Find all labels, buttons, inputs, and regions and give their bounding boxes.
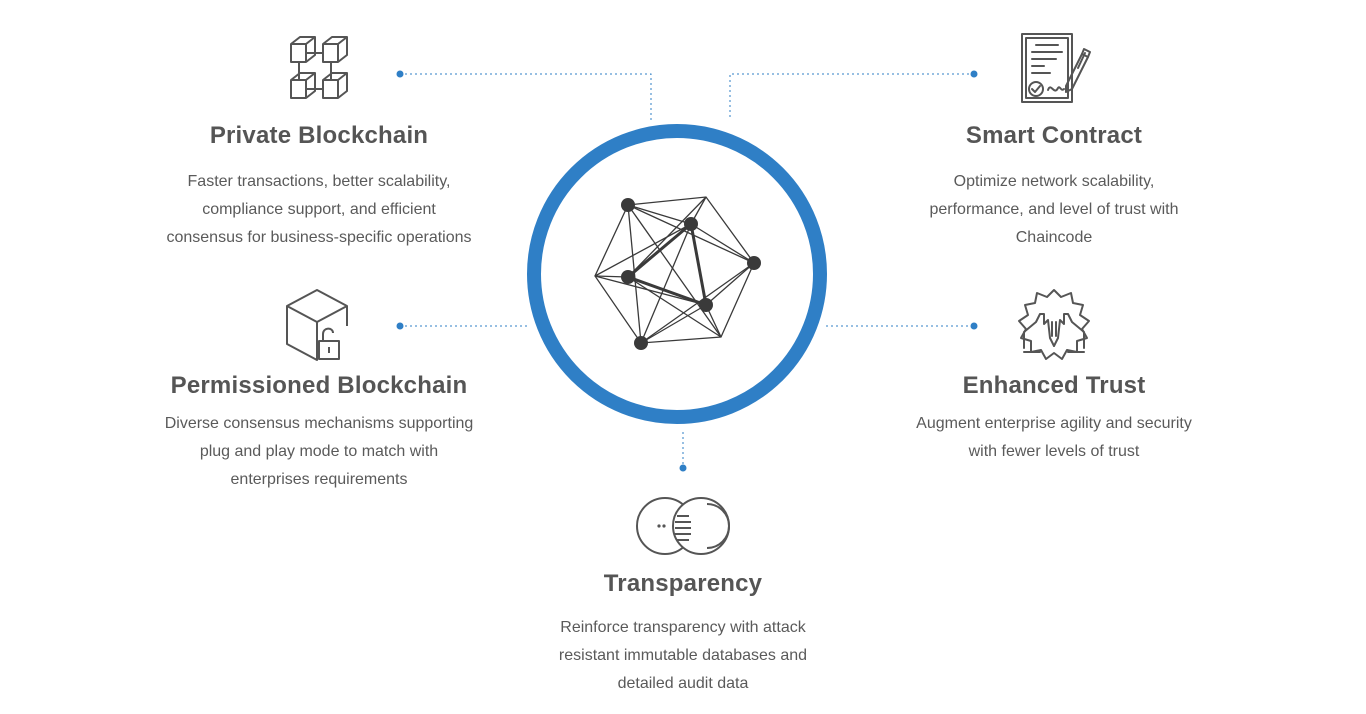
connector-dot xyxy=(679,464,687,472)
feature-permissioned-blockchain: Permissioned Blockchain Diverse consensu… xyxy=(138,286,500,494)
feature-smart-contract: Smart Contract Optimize network scalabil… xyxy=(888,30,1220,252)
blocks-grid-icon xyxy=(290,36,348,99)
feature-description: Reinforce transparency with attack resis… xyxy=(558,619,808,692)
overlapping-circles-icon xyxy=(636,497,730,555)
feature-private-blockchain: Private Blockchain Faster transactions, … xyxy=(138,32,500,252)
contract-pen-icon xyxy=(1021,33,1091,103)
connector-private-blockchain xyxy=(400,73,652,120)
feature-description: Diverse consensus mechanisms supporting … xyxy=(164,415,474,488)
hub-triangle xyxy=(625,221,708,308)
connector-dot xyxy=(396,322,404,330)
feature-title: Enhanced Trust xyxy=(962,372,1146,399)
feature-transparency: Transparency Reinforce transparency with… xyxy=(523,494,843,698)
connector-dot xyxy=(396,70,404,78)
feature-description: Optimize network scalability, performanc… xyxy=(929,173,1179,246)
feature-title: Smart Contract xyxy=(965,122,1143,149)
connector-dot xyxy=(970,322,978,330)
feature-description: Faster transactions, better scalability,… xyxy=(166,173,472,246)
handshake-badge-icon xyxy=(1018,289,1090,360)
feature-description: Augment enterprise agility and security … xyxy=(916,415,1192,460)
feature-title: Private Blockchain xyxy=(209,122,429,149)
feature-title: Transparency xyxy=(603,570,763,597)
feature-title: Permissioned Blockchain xyxy=(170,372,468,399)
hub-nodes xyxy=(621,198,761,350)
feature-enhanced-trust: Enhanced Trust Augment enterprise agilit… xyxy=(888,286,1220,466)
connector-dot xyxy=(970,70,978,78)
connector-smart-contract xyxy=(729,73,974,120)
box-padlock-icon xyxy=(286,289,348,361)
